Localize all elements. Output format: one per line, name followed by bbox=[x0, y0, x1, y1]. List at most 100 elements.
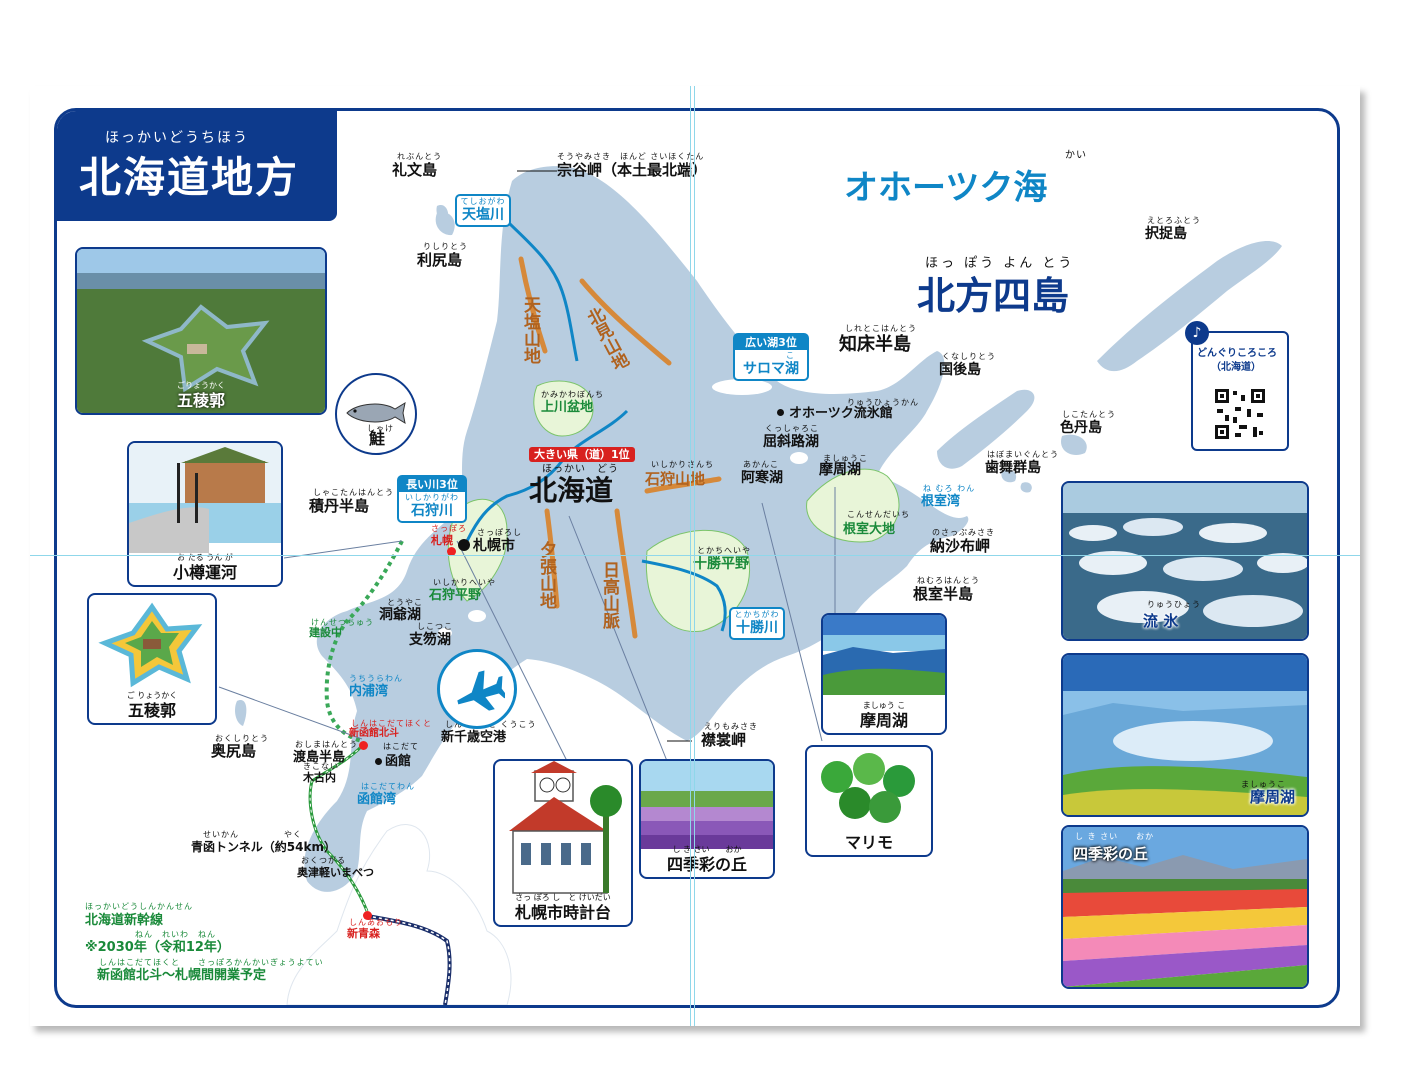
tokachi-river-ruby: とかちがわ bbox=[734, 610, 780, 619]
ishikari-mts-ruby: いしかりさんち bbox=[651, 460, 714, 469]
mashu-lake-label: 摩周湖 bbox=[819, 462, 861, 478]
soya-label: 宗谷岬（本土最北端） bbox=[557, 161, 708, 179]
clock-tower-caption: 札幌市時計台 bbox=[514, 903, 611, 922]
mashu-photo-image bbox=[1063, 655, 1307, 815]
kamikawa-plain bbox=[533, 380, 594, 437]
ice-museum-label: オホーツク流氷館 bbox=[789, 406, 893, 421]
rishiri-island bbox=[435, 212, 455, 236]
akan-ruby: あかんこ bbox=[743, 460, 779, 469]
kussharo-ruby: くっしゃろこ bbox=[765, 424, 819, 433]
song-sub: （北海道） bbox=[1211, 362, 1261, 373]
kamikawa-label: 上川盆地 bbox=[541, 400, 594, 415]
shikisai-card-ruby: し き さい おか bbox=[672, 845, 742, 854]
tunnel-label: 青函トンネル（約54km） bbox=[191, 840, 336, 854]
ishikari-river-box: 長い川3位 いしかりがわ 石狩川 bbox=[397, 475, 467, 523]
shikisai-photo-caption: 四季彩の丘 bbox=[1073, 845, 1149, 863]
nosappu-label: 納沙布岬 bbox=[930, 537, 991, 555]
ishikari-plain-label: 石狩平野 bbox=[429, 588, 482, 603]
mashu-small-ruby: ましゅう こ bbox=[862, 701, 906, 710]
otaru-caption: 小樽運河 bbox=[172, 563, 237, 582]
teshio-river bbox=[505, 219, 579, 362]
shinkansen-year: ※2030年（令和12年） bbox=[85, 940, 230, 955]
yubari-mountains-label: 夕張山地 bbox=[536, 541, 556, 609]
construction-label: 建設中 bbox=[309, 626, 342, 639]
goryokaku-photo-image bbox=[77, 249, 325, 413]
kussharo-label: 屈斜路湖 bbox=[763, 434, 819, 450]
sapporo-label: 札幌市 bbox=[473, 538, 515, 554]
hokkaido-ruby: ほっかい どう bbox=[542, 464, 619, 475]
kamikawa-ruby: かみかわぼんち bbox=[541, 390, 604, 399]
hidaka-mountains-label: 日高山脈 bbox=[599, 561, 619, 629]
nemuro-peninsula-label: 根室半島 bbox=[913, 585, 974, 603]
otaru-image bbox=[129, 443, 281, 553]
saroma-lake-box: 広い湖3位 こ サロマ湖 bbox=[733, 333, 809, 381]
shin-aomori-dot bbox=[363, 911, 372, 920]
goryokaku-icon-ruby: ご りょうかく bbox=[126, 691, 178, 700]
mashu-small-image bbox=[823, 615, 945, 695]
okushiri-island bbox=[235, 700, 247, 726]
ice-museum-ruby: りゅうひょうかん bbox=[847, 398, 919, 407]
ishikari-mountains bbox=[644, 476, 722, 494]
shikotsu-lake-shape bbox=[468, 610, 486, 622]
mashu-small-card: ましゅう こ 摩周湖 bbox=[821, 613, 947, 735]
erimo-ruby: えりもみさき bbox=[704, 722, 758, 731]
okhotsk-sea-label: オホーツク海 bbox=[844, 168, 1048, 208]
nemuro-pen-ruby: ねむろはんとう bbox=[917, 576, 980, 585]
clock-tower-card: さっ ぽろ し と けいだい 札幌市時計台 bbox=[493, 759, 633, 927]
sapporo-dot bbox=[458, 539, 470, 551]
saroma-lake-ruby: こ bbox=[786, 351, 795, 360]
clock-tower-ruby: さっ ぽろ し と けいだい bbox=[515, 893, 611, 902]
tunnel-ruby: せいかん やく bbox=[203, 830, 302, 839]
saroma-lake-badge: 広い湖3位 bbox=[735, 335, 807, 350]
shinkansen-year-ruby: ねん れいわ ねん bbox=[135, 930, 216, 939]
qr-code-icon bbox=[1213, 387, 1267, 441]
teshio-river-label: 天塩川 bbox=[462, 207, 504, 223]
tokachi-plain-ruby: とかちへいや bbox=[697, 546, 751, 555]
sea-ruby: かい bbox=[1065, 150, 1087, 161]
shakotan-label: 積丹半島 bbox=[309, 497, 370, 515]
hidaka-mountains bbox=[614, 508, 638, 639]
nemuro-bay-label: 根室湾 bbox=[921, 494, 961, 509]
shin-hakodate-dot bbox=[359, 741, 368, 750]
hokkaido-label: 北海道 bbox=[529, 474, 614, 507]
saroma-lake-label: サロマ湖 bbox=[743, 361, 799, 377]
page-title: 北海道地方 bbox=[79, 153, 300, 202]
shiretoko-ruby: しれとこはんとう bbox=[845, 324, 917, 333]
etorofu-island bbox=[1097, 241, 1282, 372]
salmon-caption: 鮭 bbox=[369, 429, 386, 448]
tokachi-plain-label: 十勝平野 bbox=[693, 556, 749, 572]
shinkansen-line-white bbox=[309, 745, 368, 912]
habomai-ruby: はぼまいぐんとう bbox=[987, 450, 1059, 459]
rishiri-label: 利尻島 bbox=[417, 251, 463, 269]
shin-hakodate-label: 新函館北斗 bbox=[349, 728, 399, 739]
uchiura-ruby: うちうらわん bbox=[349, 674, 403, 683]
shakotan-ruby: しゃこたんはんとう bbox=[313, 488, 394, 497]
ishikari-river bbox=[465, 409, 629, 542]
shikisai-photo-ruby: し き さい おか bbox=[1075, 832, 1155, 841]
title-ruby: ほっかいどうちほう bbox=[105, 130, 249, 146]
okutsugaru-label: 奥津軽いまべつ bbox=[297, 866, 374, 879]
mashu-small-caption: 摩周湖 bbox=[859, 711, 908, 730]
hakodate-bay-label: 函館湾 bbox=[357, 792, 397, 807]
shikotsu-ruby: しこつこ bbox=[417, 622, 453, 631]
guide-line-horizontal bbox=[30, 555, 1360, 556]
marimo-leader bbox=[761, 502, 823, 742]
drift-ice-ruby: りゅうひょう bbox=[1147, 600, 1201, 609]
teshio-river-box: てしおがわ 天塩川 bbox=[455, 194, 511, 227]
saroma-lake-shape bbox=[712, 379, 772, 395]
shiretoko-label: 知床半島 bbox=[839, 334, 911, 355]
shinkansen-route: 新函館北斗～札幌間開業予定 bbox=[97, 968, 267, 983]
rishiri-ruby: りしりとう bbox=[423, 242, 468, 251]
tokachi-river-box: とかちがわ 十勝川 bbox=[729, 607, 785, 640]
drift-ice-image bbox=[1063, 483, 1307, 639]
goryokaku-icon bbox=[98, 602, 203, 688]
marimo-caption: マリモ bbox=[844, 833, 893, 852]
akan-label: 阿寒湖 bbox=[741, 470, 783, 486]
teshio-mountains bbox=[518, 256, 548, 354]
mashu-photo: ましゅうこ 摩周湖 bbox=[1061, 653, 1309, 817]
shikisai-leader bbox=[568, 515, 668, 762]
aomori-land bbox=[286, 824, 512, 1005]
habomai-islands bbox=[1001, 469, 1032, 493]
konsen-ruby: こんせんだいち bbox=[847, 510, 910, 519]
ishikari-river-label: 石狩川 bbox=[411, 503, 453, 519]
